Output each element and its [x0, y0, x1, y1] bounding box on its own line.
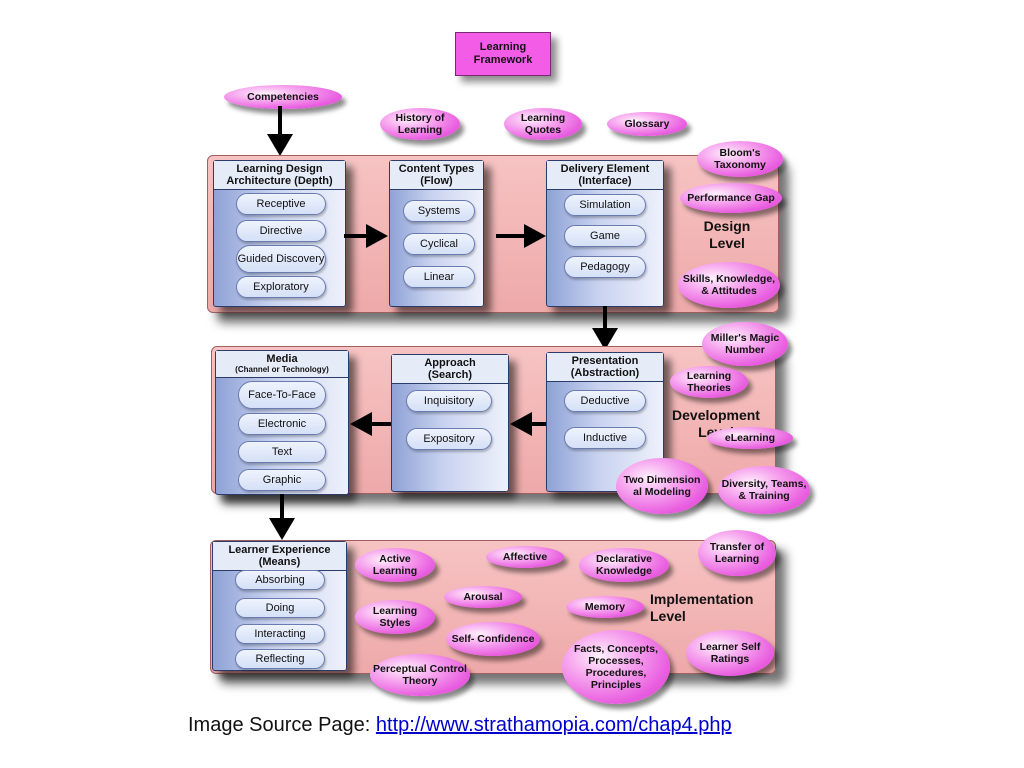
pill-cyclical: Cyclical	[403, 233, 475, 255]
pill-exploratory: Exploratory	[236, 276, 326, 298]
panel-title: Learner Experience	[228, 544, 331, 556]
pill-absorbing: Absorbing	[235, 570, 325, 590]
source-link[interactable]: http://www.strathamopia.com/chap4.php	[375, 714, 732, 736]
image-source-caption: Image Source Page: http://www.strathamop…	[188, 714, 732, 737]
pill-game: Game	[564, 225, 646, 247]
panel-content-types: Content Types (Flow) Systems Cyclical Li…	[389, 160, 484, 307]
panel-subtitle: (Interface)	[578, 175, 632, 187]
oval-learner-self-ratings: Learner Self Ratings	[686, 630, 774, 676]
panel-title: Presentation	[571, 355, 639, 367]
pill-reflecting: Reflecting	[235, 649, 325, 669]
pill-inductive: Inductive	[564, 427, 646, 449]
pill-electronic: Electronic	[238, 413, 326, 435]
panel-subtitle: (Means)	[258, 556, 301, 568]
panel-header: Approach (Search)	[392, 355, 508, 384]
panel-subtitle: Architecture (Depth)	[226, 175, 333, 187]
pill-simulation: Simulation	[564, 194, 646, 216]
panel-title: Delivery Element	[560, 163, 650, 175]
oval-facts-concepts-principles: Facts, Concepts, Processes, Procedures, …	[562, 630, 670, 704]
oval-transfer-of-learning: Transfer of Learning	[698, 530, 776, 576]
oval-learning-styles: Learning Styles	[355, 600, 435, 634]
panel-title: Media	[266, 353, 298, 365]
panel-header: Learner Experience (Means)	[213, 542, 346, 571]
oval-history-of-learning: History of Learning	[380, 108, 460, 140]
panel-subtitle: (Flow)	[420, 175, 453, 187]
pill-face-to-face: Face-To-Face	[238, 381, 326, 409]
pill-doing: Doing	[235, 598, 325, 618]
panel-header: Presentation (Abstraction)	[547, 353, 663, 382]
oval-affective: Affective	[486, 546, 564, 568]
oval-blooms-taxonomy: Bloom's Taxonomy	[697, 141, 783, 177]
panel-title: Learning Design	[236, 163, 323, 175]
oval-learning-quotes: Learning Quotes	[504, 108, 582, 140]
pill-text: Text	[238, 441, 326, 463]
oval-diversity-teams-training: Diversity, Teams, & Training	[718, 466, 810, 514]
pill-deductive: Deductive	[564, 390, 646, 412]
oval-competencies: Competencies	[224, 85, 342, 109]
oval-two-dimensional-modeling: Two Dimension al Modeling	[616, 458, 708, 514]
panel-header: Content Types (Flow)	[390, 161, 483, 190]
panel-approach: Approach (Search) Inquisitory Expository	[391, 354, 509, 492]
panel-header: Media (Channel or Technology)	[216, 351, 348, 378]
caption-prefix: Image Source Page:	[188, 714, 376, 736]
arrow-down-media-to-experience	[269, 494, 295, 540]
panel-subtitle: (Search)	[427, 369, 473, 381]
panel-learner-experience: Learner Experience (Means) Absorbing Doi…	[212, 541, 347, 671]
pill-pedagogy: Pedagogy	[564, 256, 646, 278]
panel-header: Delivery Element (Interface)	[547, 161, 663, 190]
pill-inquisitory: Inquisitory	[406, 390, 492, 412]
pill-expository: Expository	[406, 428, 492, 450]
arrow-right-1	[344, 224, 388, 248]
oval-learning-theories: Learning Theories	[670, 366, 748, 398]
oval-skills-knowledge-attitudes: Skills, Knowledge, & Attitudes	[678, 262, 780, 308]
panel-learning-design-architecture: Learning Design Architecture (Depth) Rec…	[213, 160, 346, 307]
pill-systems: Systems	[403, 200, 475, 222]
panel-subtitle: (Abstraction)	[570, 367, 640, 379]
pill-directive: Directive	[236, 220, 326, 242]
panel-subtitle: (Channel or Technology)	[235, 365, 329, 374]
oval-perceptual-control-theory: Perceptual Control Theory	[370, 654, 470, 696]
oval-memory: Memory	[566, 596, 644, 618]
oval-declarative-knowledge: Declarative Knowledge	[579, 548, 669, 582]
oval-millers-magic-number: Miller's Magic Number	[702, 322, 788, 366]
panel-title: Approach	[424, 357, 476, 369]
oval-active-learning: Active Learning	[355, 548, 435, 582]
oval-elearning: eLearning	[707, 427, 793, 449]
oval-performance-gap: Performance Gap	[680, 183, 782, 213]
pill-graphic: Graphic	[238, 469, 326, 491]
panel-title: Content Types	[398, 163, 475, 175]
learning-framework-box: Learning Framework	[455, 32, 551, 76]
design-level-label: Design Level	[703, 218, 751, 251]
pill-linear: Linear	[403, 266, 475, 288]
oval-glossary: Glossary	[607, 112, 687, 136]
panel-delivery-element: Delivery Element (Interface) Simulation …	[546, 160, 664, 307]
panel-media: Media (Channel or Technology) Face-To-Fa…	[215, 350, 349, 495]
panel-header: Learning Design Architecture (Depth)	[214, 161, 345, 190]
arrow-down-competencies	[267, 106, 293, 156]
arrow-left-2	[510, 412, 548, 436]
pill-interacting: Interacting	[235, 624, 325, 644]
arrow-left-1	[350, 412, 394, 436]
pill-receptive: Receptive	[236, 193, 326, 215]
arrow-down-design-to-presentation	[592, 306, 618, 350]
oval-self-confidence: Self- Confidence	[446, 622, 540, 656]
arrow-right-2	[496, 224, 546, 248]
oval-arousal: Arousal	[444, 586, 522, 608]
implementation-level-label: Implementation Level	[650, 591, 754, 624]
pill-guided-discovery: Guided Discovery	[236, 245, 326, 273]
